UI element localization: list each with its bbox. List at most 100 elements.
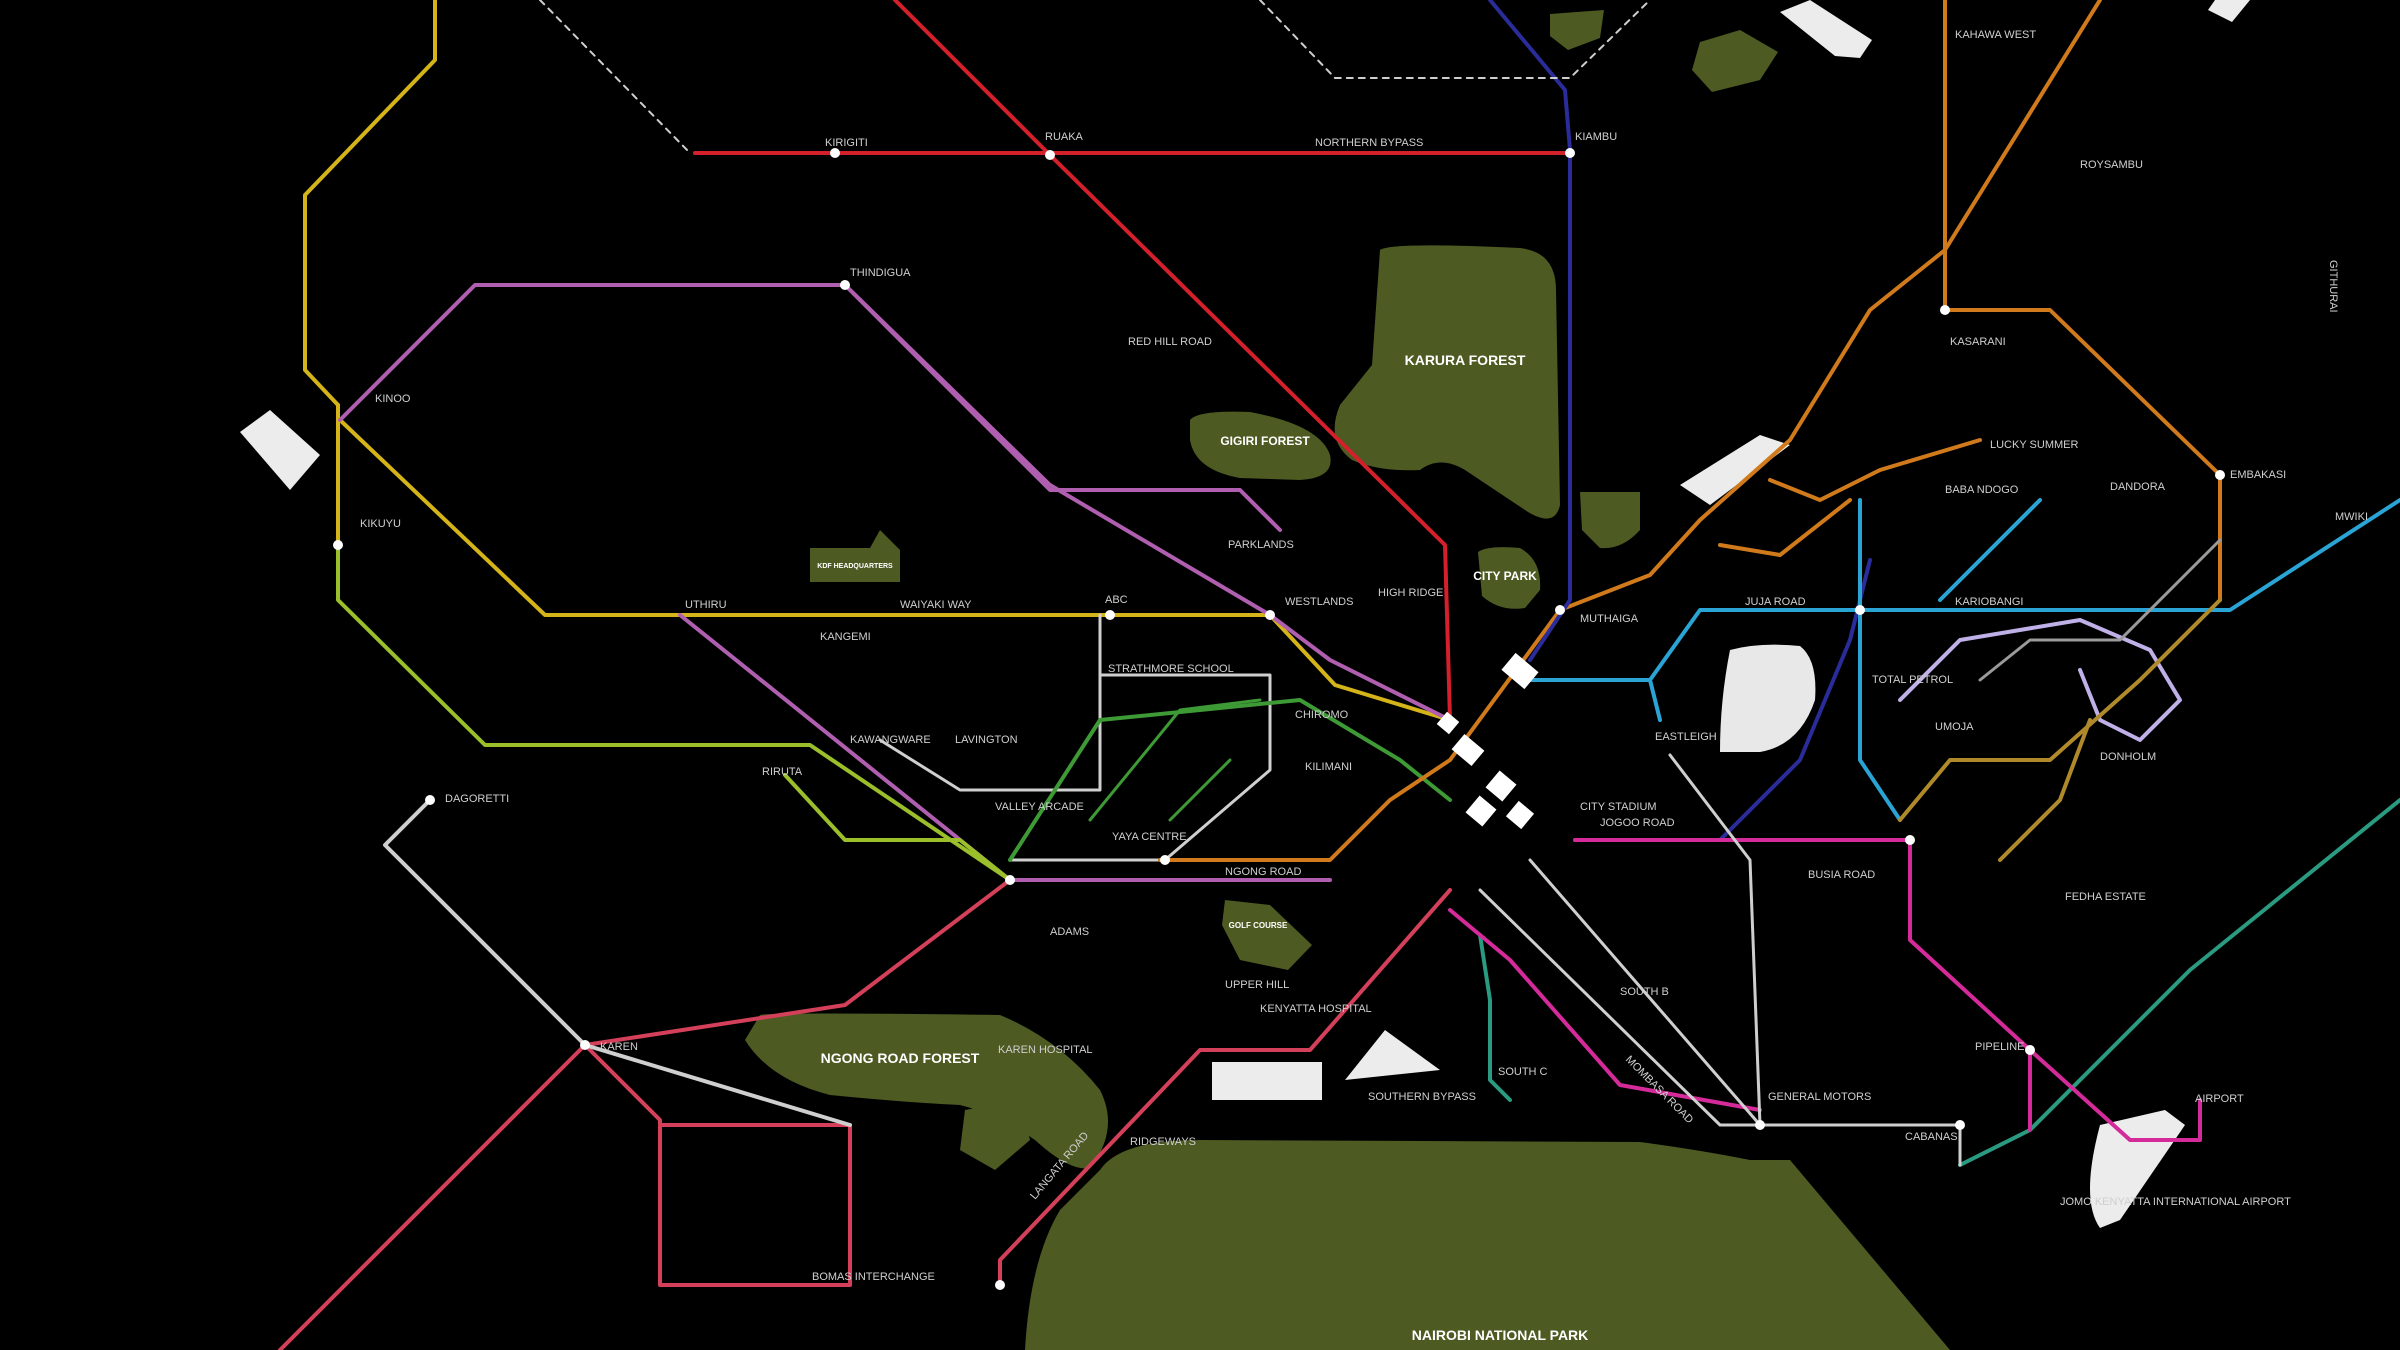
cbd-station[interactable] (1436, 711, 1460, 735)
station-marker[interactable] (995, 1280, 1005, 1290)
line-navy-east (1573, 558, 1872, 842)
station-label: JOGOO ROAD (1600, 817, 1675, 829)
station-label: JUJA ROAD (1745, 596, 1806, 608)
karura-forest-area (1334, 245, 1560, 519)
station-label: ADAMS (1050, 926, 1089, 938)
cbd-station[interactable] (1465, 795, 1497, 827)
station-label: UPPER HILL (1225, 979, 1289, 991)
line-cyan-east (1528, 498, 2400, 722)
station-label: JOMO KENYATTA INTERNATIONAL AIRPORT (2060, 1196, 2291, 1208)
station-marker[interactable] (333, 540, 343, 550)
line-pink-southwest (278, 878, 1452, 1350)
station-marker[interactable] (1160, 855, 1170, 865)
station-label: ROYSAMBU (2080, 159, 2143, 171)
karura-forest-label: KARURA FOREST (1405, 352, 1526, 368)
line-yellow-north (303, 0, 437, 407)
station-label: KARIOBANGI (1955, 596, 2023, 608)
station-label: GITHURAI (2327, 260, 2339, 313)
station-label: TOTAL PETROL (1872, 674, 1953, 686)
golf-area-ne (1692, 30, 1778, 92)
station-marker[interactable] (1555, 605, 1565, 615)
station-marker[interactable] (1755, 1120, 1765, 1130)
station-marker[interactable] (1565, 148, 1575, 158)
line-green-inner (1088, 698, 1262, 822)
central-interchange (1436, 652, 1539, 830)
station-marker[interactable] (1905, 835, 1915, 845)
line-magenta-south (1448, 908, 1762, 1112)
city-park-area (1478, 547, 1541, 609)
station-label: DANDORA (2110, 481, 2166, 493)
landmark-white-area-5 (2090, 1110, 2185, 1228)
station-label: LAVINGTON (955, 734, 1018, 746)
city-park-label: CITY PARK (1473, 569, 1537, 583)
station-marker[interactable] (580, 1040, 590, 1050)
station-label: AIRPORT (2195, 1093, 2244, 1105)
ngong-forest-sub-area (960, 1100, 1030, 1170)
station-label: YAYA CENTRE (1112, 831, 1187, 843)
station-label: THINDIGUA (850, 267, 911, 279)
station-marker[interactable] (1955, 1120, 1965, 1130)
station-label: MUTHAIGA (1580, 613, 1639, 625)
landmark-white-area-6 (1345, 1030, 1440, 1080)
station-label: RUAKA (1045, 131, 1084, 143)
station-label: EASTLEIGH (1655, 731, 1717, 743)
cbd-station[interactable] (1501, 652, 1539, 690)
station-markers (333, 148, 2225, 1290)
cbd-station[interactable] (1451, 733, 1485, 767)
station-label: NGONG ROAD (1225, 866, 1301, 878)
station-label: KIAMBU (1575, 131, 1617, 143)
station-label: KASARANI (1950, 336, 2006, 348)
station-label: STRATHMORE SCHOOL (1108, 663, 1234, 675)
line-gold-east (1898, 598, 2222, 862)
station-label: EMBAKASI (2230, 469, 2286, 481)
station-label: SOUTH B (1620, 986, 1669, 998)
station-marker[interactable] (840, 280, 850, 290)
station-marker[interactable] (1855, 605, 1865, 615)
station-label: WESTLANDS (1285, 596, 1353, 608)
station-marker[interactable] (425, 795, 435, 805)
cbd-station[interactable] (1505, 800, 1535, 830)
station-marker[interactable] (830, 148, 840, 158)
nairobi-national-park-area (1025, 1140, 1950, 1350)
line-orange-east (1718, 438, 1982, 557)
station-label: CITY STADIUM (1580, 801, 1657, 813)
station-marker[interactable] (2025, 1045, 2035, 1055)
station-label: RIDGEWAYS (1130, 1136, 1196, 1148)
station-label: LUCKY SUMMER (1990, 439, 2078, 451)
line-grey-centre (878, 613, 1272, 862)
national-park-label: NAIROBI NATIONAL PARK (1412, 1327, 1589, 1343)
line-lime-west (336, 543, 1012, 882)
station-marker[interactable] (2215, 470, 2225, 480)
landmark-white-area-8 (2208, 0, 2250, 22)
station-marker[interactable] (1005, 875, 1015, 885)
landmark-white-area-1 (1720, 644, 1816, 752)
station-marker[interactable] (1105, 610, 1115, 620)
line-red-north (893, 0, 1452, 722)
station-label: RED HILL ROAD (1128, 336, 1212, 348)
kdf-area (810, 530, 900, 582)
line-dashed-border (539, 0, 1651, 154)
station-label: BABA NDOGO (1945, 484, 2019, 496)
station-label: KAWANGWARE (850, 734, 931, 746)
line-lilac-east (1898, 618, 2182, 742)
station-label: WAIYAKI WAY (900, 599, 972, 611)
station-labels: KANGEMI WESTLANDS UTHIRU WAIYAKI WAY ABC… (360, 29, 2368, 1283)
line-lime-kawangware (783, 773, 1012, 882)
station-label: PIPELINE (1975, 1041, 2025, 1053)
station-label: KAHAWA WEST (1955, 29, 2036, 41)
gigiri-forest-label: GIGIRI FOREST (1220, 434, 1310, 448)
station-label: SOUTHERN BYPASS (1368, 1091, 1476, 1103)
station-label: MWIKI (2335, 511, 2368, 523)
station-label: DONHOLM (2100, 751, 2156, 763)
station-label: UMOJA (1935, 721, 1974, 733)
line-grey-south (1478, 753, 1962, 1167)
station-marker[interactable] (1045, 150, 1055, 160)
station-marker[interactable] (1265, 610, 1275, 620)
station-label: BUSIA ROAD (1808, 869, 1875, 881)
station-marker[interactable] (1940, 305, 1950, 315)
station-label: KANGEMI (820, 631, 871, 643)
line-grey-west (383, 798, 852, 1127)
line-magenta-east (1573, 838, 2202, 1142)
cbd-station[interactable] (1485, 770, 1517, 802)
